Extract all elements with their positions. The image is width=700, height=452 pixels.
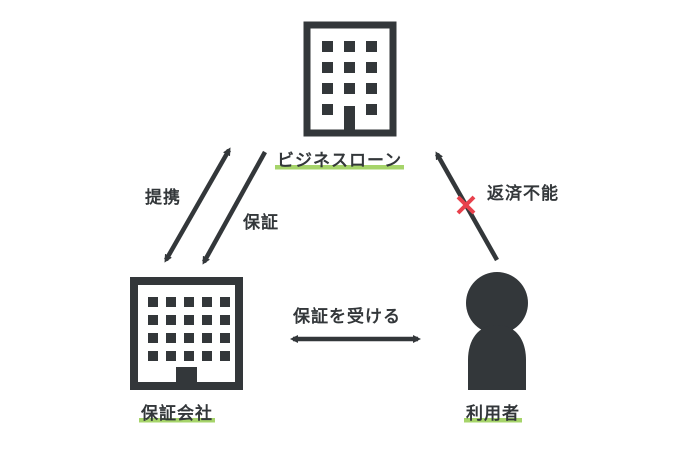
- person-icon: [466, 272, 528, 390]
- edge-label-partnership: 提携: [145, 188, 181, 208]
- node-label-guarantee-company: 保証会社: [139, 404, 215, 424]
- cross-icon: [456, 195, 476, 215]
- edge-label-receive-guarantee: 保証を受ける: [293, 307, 401, 327]
- node-label-user: 利用者: [464, 404, 522, 424]
- edge-label-repayment-failure: 返済不能: [487, 184, 559, 204]
- building-icon: [130, 277, 243, 390]
- building-icon: [303, 21, 397, 137]
- guarantee-arrow: [202, 150, 267, 265]
- node-label-business-loan: ビジネスローン: [275, 151, 405, 171]
- edge-label-guarantee: 保証: [243, 213, 279, 233]
- partnership-arrow: [164, 147, 231, 263]
